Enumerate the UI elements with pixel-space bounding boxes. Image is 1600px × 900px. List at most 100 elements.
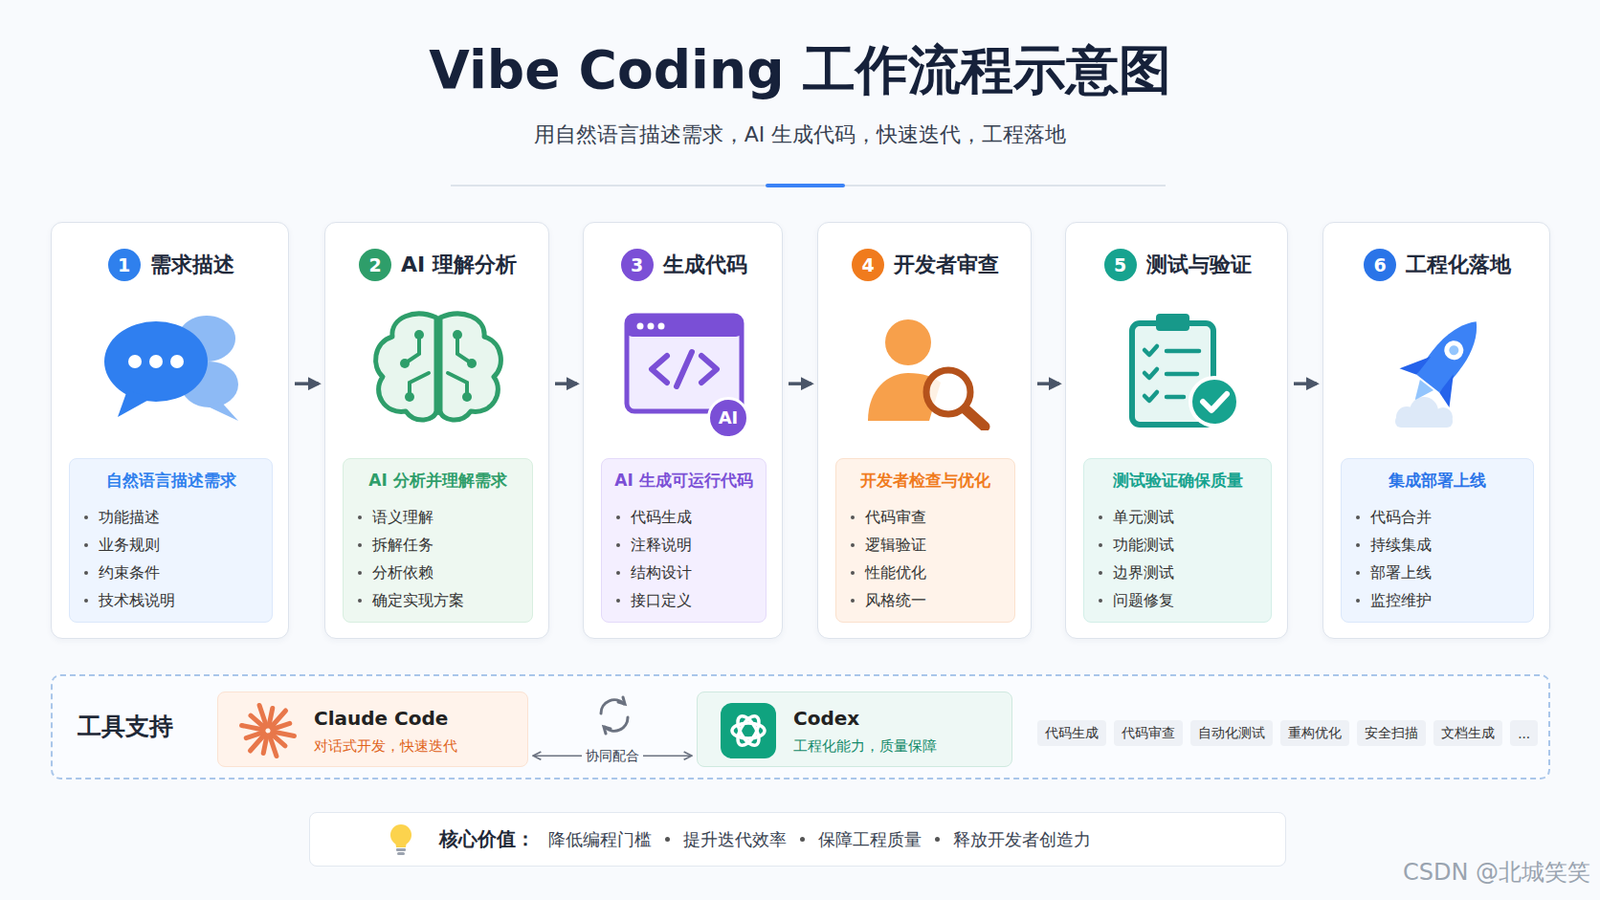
- step-card: 生成代码 3AI AI 生成可运行代码代码生成注释说明结构设计接口定义: [582, 222, 783, 640]
- tools-panel: 工具支持 Claude Code对话式开发，快速迭代 Codex 工程化能力，质量保障…: [50, 674, 1551, 780]
- node-text: 保障工程质量: [818, 828, 922, 852]
- detail-box: AI 分析并理解需求语义理解拆解任务分析依赖确定实现方案: [342, 458, 534, 623]
- step-card: 开发者审查 4 开发者检查与优化代码审查逻辑验证性能优化风格统一: [817, 222, 1032, 640]
- node-text: 性能优化: [836, 558, 1015, 587]
- ai-badge: AI: [707, 397, 750, 440]
- step-illustration: [361, 306, 515, 431]
- node-text: 监控维护: [1341, 586, 1534, 615]
- core-value-box: 核心价值：降低编程门槛提升迭代效率保障工程质量释放开发者创造力: [309, 812, 1287, 867]
- flow-arrow: [294, 381, 319, 386]
- feature-tag: ...: [1510, 720, 1538, 747]
- node-text: 代码生成: [601, 503, 766, 532]
- step-illustration: [94, 306, 248, 431]
- step-card: 测试与验证 5 测试验证确保质量单元测试功能测试边界测试问题修复: [1065, 222, 1289, 640]
- step-number: 5: [1104, 248, 1137, 282]
- node-title: 生成代码: [663, 250, 748, 280]
- sync-icon: [593, 694, 636, 737]
- node-text: 约束条件: [69, 558, 272, 587]
- node-text: 降低编程门槛: [548, 828, 652, 852]
- node-text: 工程化能力，质量保障: [793, 736, 937, 756]
- claude-logo: [239, 702, 297, 760]
- tool-card: Codex 工程化能力，质量保障: [696, 691, 1013, 768]
- node-title: 开发者审查: [893, 250, 1000, 280]
- detail-box: 开发者检查与优化代码审查逻辑验证性能优化风格统一: [835, 458, 1016, 623]
- flow-arrow: [1293, 381, 1317, 386]
- node-title: 5: [1113, 255, 1127, 275]
- node-title: 6: [1373, 255, 1386, 275]
- node-text: 结构设计: [601, 558, 766, 587]
- node-title: 代码审查: [1121, 725, 1176, 743]
- node-title: 4: [861, 255, 874, 275]
- node-title: 1: [117, 255, 131, 275]
- step-number: 2: [358, 248, 392, 282]
- node-text: 边界测试: [1084, 558, 1271, 587]
- detail-box: 集成部署上线代码合并持续集成部署上线监控维护: [1340, 458, 1534, 623]
- node-text: 提升迭代效率: [683, 828, 787, 852]
- step-illustration: [848, 306, 1002, 431]
- node-title: 安全扫描: [1364, 725, 1419, 743]
- step-number: 1: [108, 248, 141, 282]
- node-title: 测试与验证: [1146, 250, 1252, 280]
- edge-label: 协同配合: [581, 746, 644, 766]
- feature-tag: 自动化测试: [1190, 720, 1273, 747]
- node-text: 单元测试: [1084, 503, 1271, 532]
- node-text: 代码合并: [1341, 503, 1534, 532]
- node-title: 自动化测试: [1198, 725, 1266, 743]
- feature-tag: 重构优化: [1280, 720, 1350, 747]
- node-title: 工具支持: [77, 711, 174, 744]
- flow-arrow: [555, 381, 578, 386]
- node-text: 持续集成: [1341, 531, 1534, 559]
- node-text: 风格统一: [836, 586, 1015, 615]
- step-card: AI 理解分析 2 AI 分析并理解需求语义理解拆解任务分析依赖确定实现方案: [324, 222, 550, 640]
- feature-tag: 代码审查: [1113, 720, 1183, 747]
- node-title: 测试验证确保质量: [1084, 468, 1271, 492]
- title: Vibe Coding 工作流程示意图: [0, 38, 1600, 102]
- feature-tag: 文档生成: [1433, 720, 1503, 747]
- node-title: 重构优化: [1288, 725, 1342, 743]
- detail-box: 自然语言描述需求功能描述业务规则约束条件技术栈说明: [68, 458, 273, 623]
- node-text: 接口定义: [601, 586, 766, 615]
- node-title: AI: [718, 408, 739, 428]
- node-text: 释放开发者创造力: [953, 828, 1091, 852]
- node-title: 需求描述: [150, 250, 235, 280]
- node-text: 注释说明: [601, 531, 766, 559]
- node-title: 代码生成: [1044, 725, 1099, 743]
- flow-arrow: [788, 381, 812, 386]
- node-title: 工程化落地: [1405, 250, 1512, 280]
- separator-dot: [800, 837, 805, 843]
- subtitle: 用自然语言描述需求，AI 生成代码，快速迭代，工程落地: [0, 121, 1600, 149]
- node-title: 2: [368, 255, 381, 275]
- step-number: 6: [1363, 248, 1397, 282]
- node-title: 开发者检查与优化: [836, 468, 1015, 492]
- tool-card: Claude Code对话式开发，快速迭代: [217, 691, 529, 768]
- node-text: 逻辑验证: [836, 531, 1015, 559]
- node-title: AI 理解分析: [400, 250, 517, 280]
- separator-dot: [665, 837, 670, 843]
- step-card: 需求描述 1 自然语言描述需求功能描述业务规则约束条件技术栈说明: [50, 222, 289, 640]
- node-text: 功能测试: [1084, 531, 1271, 559]
- detail-box: AI 生成可运行代码代码生成注释说明结构设计接口定义: [600, 458, 767, 623]
- step-illustration: [1101, 306, 1255, 431]
- feature-tag: 代码生成: [1037, 720, 1107, 747]
- node-text: 问题修复: [1084, 586, 1271, 615]
- node-text: 业务规则: [69, 531, 272, 559]
- node-title: Codex: [793, 706, 860, 732]
- codex-logo: [720, 703, 777, 759]
- node-text: 部署上线: [1341, 558, 1534, 587]
- node-title: 3: [630, 255, 644, 275]
- node-text: 代码审查: [836, 503, 1015, 532]
- node-title: AI 生成可运行代码: [601, 468, 766, 492]
- node-title: AI 分析并理解需求: [343, 468, 533, 492]
- node-title: Claude Code: [313, 706, 448, 732]
- node-text: 分析依赖: [343, 558, 533, 587]
- watermark: CSDN @北城笑笑: [1402, 858, 1591, 888]
- separator-dot: [934, 837, 940, 843]
- flow-arrow: [1037, 381, 1060, 386]
- node-text: 功能描述: [69, 503, 272, 532]
- step-illustration: [1360, 306, 1514, 431]
- detail-box: 测试验证确保质量单元测试功能测试边界测试问题修复: [1083, 458, 1272, 623]
- node-text: 拆解任务: [343, 531, 533, 559]
- node-text: 确定实现方案: [343, 586, 533, 615]
- node-title: ...: [1517, 726, 1531, 742]
- node-title: 文档生成: [1441, 725, 1495, 743]
